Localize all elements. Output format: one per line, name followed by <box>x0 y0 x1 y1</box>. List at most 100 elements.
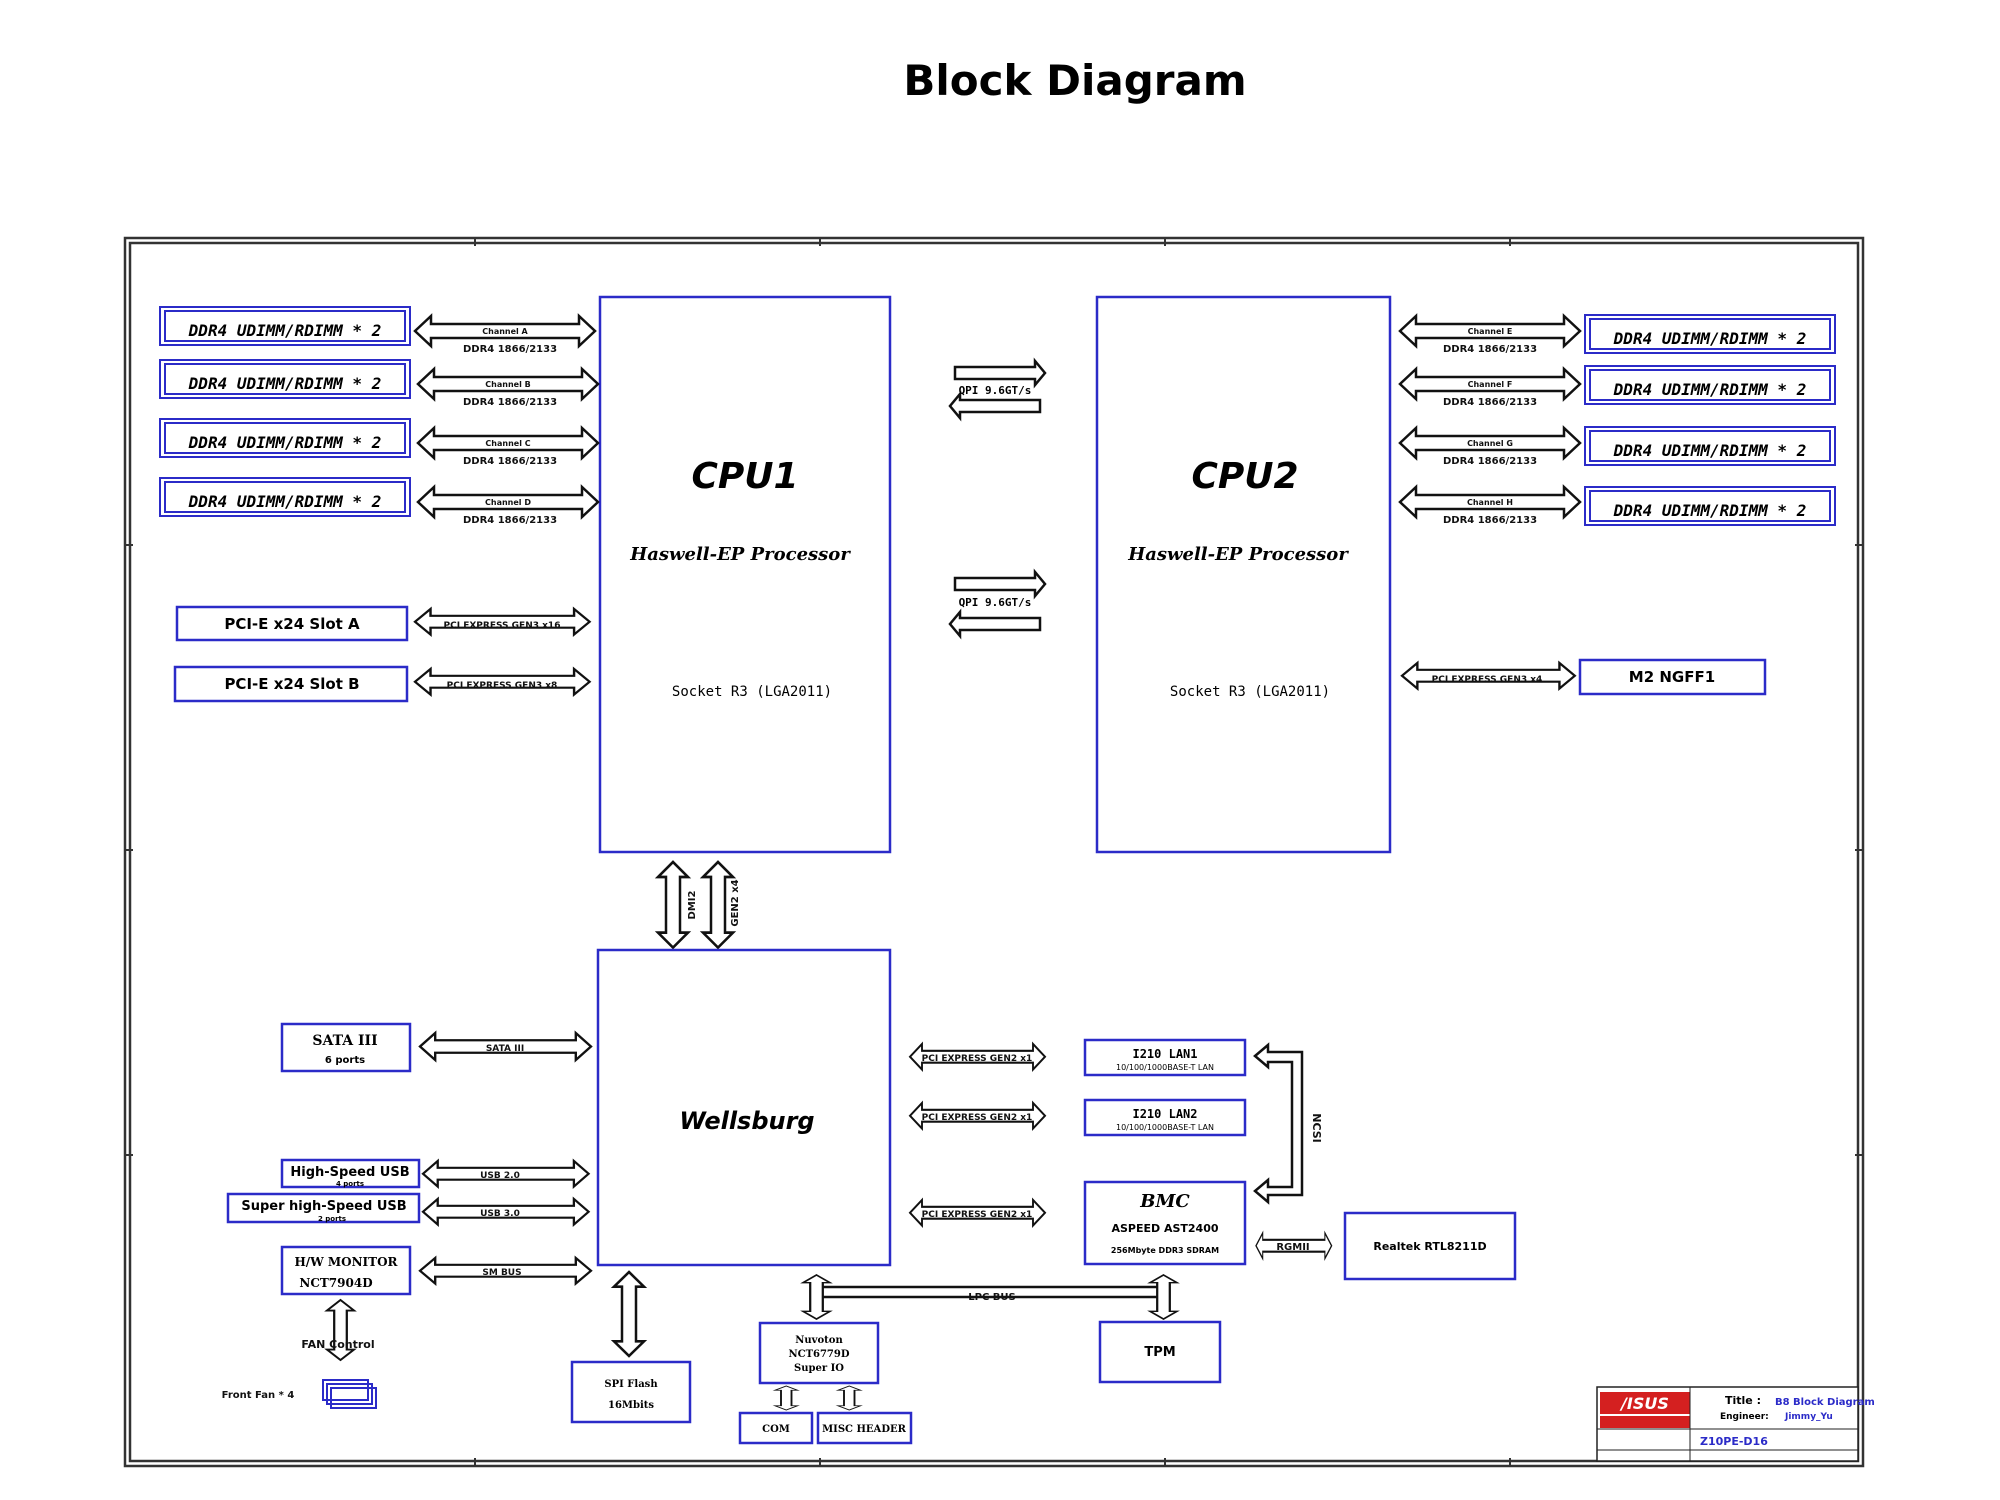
channel-d-speed: DDR4 1866/2133 <box>463 515 557 526</box>
dimm-label: DDR4 UDIMM/RDIMM * 2 <box>188 321 382 340</box>
channel-f-arrow: Channel F DDR4 1866/2133 <box>1398 367 1582 408</box>
m2-box <box>1578 658 1767 696</box>
schematic-frame-inner <box>128 241 1860 1463</box>
usb2-link-label: USB 2.0 <box>480 1171 520 1181</box>
qpi-link-2: QPI 9.6GT/s <box>948 568 1047 640</box>
gen2-label: GEN2 x4 <box>730 879 741 926</box>
ncsi-label: NCSI <box>1310 1113 1323 1143</box>
usb2-name: High-Speed USB <box>290 1165 409 1180</box>
dimm-left-d: DDR4 UDIMM/RDIMM * 2 <box>159 477 411 517</box>
fan-control-label: FAN Control <box>301 1338 374 1351</box>
cpu2-socket: Socket R3 (LGA2011) <box>1170 684 1330 700</box>
channel-h-speed: DDR4 1866/2133 <box>1443 515 1537 526</box>
dimm-label: DDR4 UDIMM/RDIMM * 2 <box>188 374 382 393</box>
hwmon-name: H/W MONITOR <box>294 1255 398 1269</box>
schematic-frame <box>123 236 1865 1468</box>
pcie-a-link-label: PCI EXPRESS GEN3 x16 <box>444 621 561 631</box>
spi-link-arrow <box>612 1270 646 1358</box>
dimm-left-c: DDR4 UDIMM/RDIMM * 2 <box>159 418 411 458</box>
pcie-slot-b-box <box>173 665 409 703</box>
smbus-link-label: SM BUS <box>482 1268 521 1278</box>
channel-b-speed: DDR4 1866/2133 <box>463 397 557 408</box>
spi-name: SPI Flash <box>604 1379 658 1390</box>
dimm-label: DDR4 UDIMM/RDIMM * 2 <box>1613 329 1807 348</box>
bmc-name: BMC <box>1139 1191 1190 1212</box>
lan1-spec: 10/100/1000BASE-T LAN <box>1116 1063 1214 1072</box>
lan2-link-arrow: PCI EXPRESS GEN2 x1 <box>908 1101 1047 1130</box>
misc-link-arrow <box>837 1385 862 1411</box>
title-block-engineer-key: Engineer: <box>1720 1412 1769 1422</box>
sata-link-label: SATA III <box>486 1044 524 1054</box>
dmi-label: DMI2 <box>687 890 698 919</box>
qpi-label-1: QPI 9.6GT/s <box>959 384 1032 397</box>
superio-line1: Nuvoton <box>795 1335 843 1346</box>
title-block-title-val: B8 Block Diagram <box>1775 1397 1875 1408</box>
dimm-right-f: DDR4 UDIMM/RDIMM * 2 <box>1584 365 1836 405</box>
title-block-model: Z10PE-D16 <box>1700 1435 1768 1448</box>
dimm-label: DDR4 UDIMM/RDIMM * 2 <box>188 433 382 452</box>
m2-link-arrow: PCI EXPRESS GEN3 x4 <box>1400 661 1577 690</box>
usb3-ports: 2 ports <box>318 1215 346 1223</box>
asus-logo <box>1600 1392 1690 1414</box>
lan1-box <box>1083 1038 1247 1077</box>
fan-control-arrow <box>325 1298 356 1362</box>
lan2-spec: 10/100/1000BASE-T LAN <box>1116 1123 1214 1132</box>
front-fan-label: Front Fan * 4 <box>222 1390 295 1401</box>
cpu2-processor: Haswell-EP Processor <box>1127 544 1349 565</box>
smbus-link-arrow: SM BUS <box>418 1256 593 1285</box>
pcie-b-link-arrow: PCI EXPRESS GEN3 x8 <box>413 667 591 696</box>
cpu2-box <box>1095 295 1392 854</box>
frame-ticks <box>125 238 1863 1466</box>
usb2-box <box>280 1158 421 1189</box>
pcie-slot-b-label: PCI-E x24 Slot B <box>224 675 359 693</box>
channel-c-arrow: Channel C DDR4 1866/2133 <box>416 426 600 467</box>
channel-a-speed: DDR4 1866/2133 <box>463 344 557 355</box>
channel-b-arrow: Channel B DDR4 1866/2133 <box>416 367 600 408</box>
pch-box <box>596 948 892 1267</box>
qpi-link-1: QPI 9.6GT/s <box>948 357 1047 422</box>
channel-f-speed: DDR4 1866/2133 <box>1443 397 1537 408</box>
bmc-chip: ASPEED AST2400 <box>1111 1222 1218 1235</box>
channel-d-label: Channel D <box>485 498 531 507</box>
cpu2-name: CPU2 <box>1191 456 1298 497</box>
hwmon-chip: NCT7904D <box>299 1276 372 1290</box>
dimm-right-h: DDR4 UDIMM/RDIMM * 2 <box>1584 486 1836 526</box>
lan1-link-arrow: PCI EXPRESS GEN2 x1 <box>908 1042 1047 1071</box>
dimm-right-g: DDR4 UDIMM/RDIMM * 2 <box>1584 426 1836 466</box>
superio-line2: NCT6779D <box>788 1349 849 1360</box>
pcie-slot-a-box <box>175 605 409 642</box>
sata-link-arrow: SATA III <box>418 1031 593 1062</box>
channel-a-label: Channel A <box>482 327 528 336</box>
bmc-box <box>1083 1180 1247 1266</box>
sata-ports: 6 ports <box>325 1055 365 1066</box>
misc-header-label: MISC HEADER <box>822 1424 907 1435</box>
sata-box <box>280 1022 412 1073</box>
channel-c-speed: DDR4 1866/2133 <box>463 456 557 467</box>
usb3-link-label: USB 3.0 <box>480 1209 520 1219</box>
lan2-box <box>1083 1098 1247 1137</box>
usb3-box <box>226 1192 421 1224</box>
lpc-bus-label: LPC BUS <box>968 1292 1015 1303</box>
channel-c-label: Channel C <box>485 439 530 448</box>
qpi-label-2: QPI 9.6GT/s <box>959 596 1032 609</box>
title-block-engineer-val: Jimmy_Yu <box>1784 1412 1833 1422</box>
lpc-bus: LPC BUS <box>801 1273 1179 1321</box>
pcie-slot-a-label: PCI-E x24 Slot A <box>224 615 360 633</box>
dimm-label: DDR4 UDIMM/RDIMM * 2 <box>1613 441 1807 460</box>
m2-label: M2 NGFF1 <box>1629 668 1715 686</box>
cpu1-processor: Haswell-EP Processor <box>629 544 851 565</box>
tpm-label: TPM <box>1144 1345 1175 1360</box>
misc-header-box <box>816 1411 913 1445</box>
dimm-right-e: DDR4 UDIMM/RDIMM * 2 <box>1584 314 1836 354</box>
lan1-link-label: PCI EXPRESS GEN2 x1 <box>922 1054 1033 1064</box>
channel-b-label: Channel B <box>485 380 530 389</box>
lan2-link-label: PCI EXPRESS GEN2 x1 <box>922 1113 1033 1123</box>
realtek-box <box>1343 1211 1517 1281</box>
lan2-name: I210 LAN2 <box>1132 1107 1197 1121</box>
bmc-link-label: PCI EXPRESS GEN2 x1 <box>922 1210 1033 1220</box>
spi-size: 16Mbits <box>608 1400 654 1411</box>
usb3-link-arrow: USB 3.0 <box>421 1197 590 1226</box>
rgmii-label: RGMII <box>1276 1242 1309 1253</box>
title-block: /ISUS Title : B8 Block Diagram Engineer:… <box>1596 1386 1875 1462</box>
